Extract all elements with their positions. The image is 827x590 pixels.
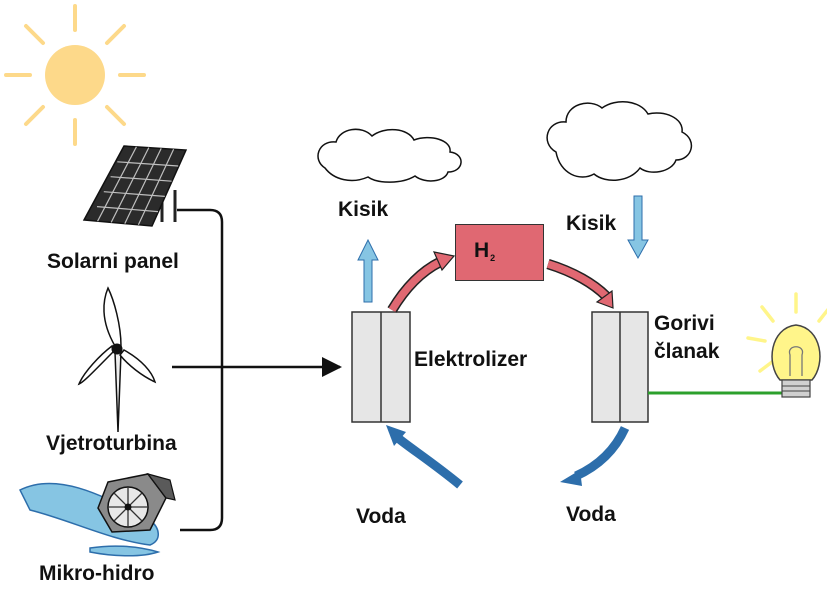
cloud-icon [317,128,462,183]
power-wiring [172,208,342,532]
oxygen-label-right: Kisik [566,212,617,235]
oxygen-up-arrow [357,238,379,303]
fuel-cell-label-line2: članak [654,340,720,363]
oxygen-label-left: Kisik [338,198,389,221]
water-label-left: Voda [356,505,406,528]
hydrogen-subscript: 2 [490,253,496,263]
light-bulb-icon [746,292,827,398]
water-arrow-right [560,426,630,486]
hydrogen-arrow-right [546,258,614,309]
oxygen-down-arrow [627,195,649,260]
wind-turbine-icon [77,286,157,433]
hydrogen-arrow-left [387,251,456,313]
hydrogen-box: H2 [455,224,544,281]
wind-turbine-label: Vjetroturbina [46,432,177,455]
solar-panel-icon [82,145,188,227]
fuel-cell-label-line1: Gorivi [654,312,715,335]
sun-icon [4,4,146,146]
hydrogen-symbol: H [474,239,490,262]
micro-hydro-label: Mikro-hidro [39,562,155,585]
water-arrow-left [386,425,463,489]
electrolyzer-icon [351,311,411,423]
micro-hydro-turbine-icon [18,472,176,557]
water-label-right: Voda [566,503,616,526]
fuel-cell-icon [591,311,649,423]
solar-panel-label: Solarni panel [47,250,179,273]
hydrogen-label: H2 [474,239,495,263]
cloud-icon [546,101,693,181]
electrolyzer-label: Elektrolizer [414,348,528,371]
